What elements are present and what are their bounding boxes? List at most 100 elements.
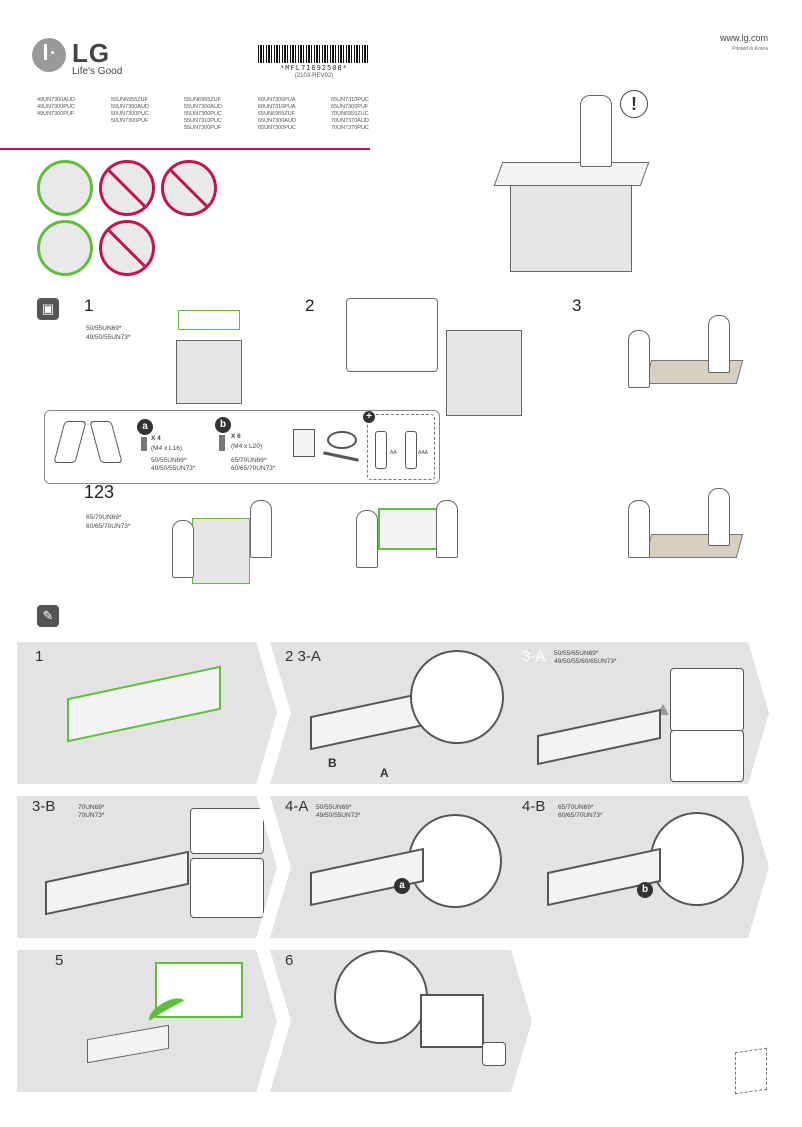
screw-a-models-2: 49/50/55UN73* [151,465,196,472]
manual-icon [293,429,315,457]
revision-text: (2103-REV02) [294,73,334,79]
wrong-carry-icon [99,160,155,216]
panel-2-step: 2 3-A [285,648,321,665]
step2-detail [346,298,438,372]
panel-5-models-2: 49/50/55UN73* [316,812,361,819]
panel-3-step: 3-A [522,648,546,665]
panel-5-badge: a [394,878,410,894]
battery-aaa-label: AAA [418,450,429,456]
lock-detail-3 [190,808,264,854]
screw-a-qty: X 4 [151,435,161,442]
model-item: 50UN7300PUF [111,118,149,124]
tv-stand-illustration-3 [45,850,189,916]
assembly-panel-8: 6 [270,950,532,1092]
tv-stand-illustration-4 [310,847,424,907]
box-lid [493,162,650,186]
model-item: 55UN7300PUF [184,125,222,131]
model-item: 49UN7300PUF [37,111,75,117]
stand-right-icon [89,421,123,463]
assembly-panel-5: 4-A 50/55UN69* 49/50/55UN73* a [270,796,532,938]
model-column-5: 65UN7310PUC 65UN7300PUF 70UN6955ZUC 70UN… [331,97,369,132]
model-column-3: 55UN6955ZUF 55UN7300AUD 55UN7300PUC 55UN… [184,97,222,132]
model-item: 70UN7370AUD [331,118,369,124]
parts-badge-a: a [137,419,153,435]
panel-6-models-1: 65/70UN69* [558,804,594,811]
unpack-step-1: 1 [84,296,94,315]
model-item: 65UN7300PUF [331,104,369,110]
panel-1-step: 1 [35,648,44,665]
lock-detail-2 [670,730,744,782]
warning-icon: ! [620,90,648,118]
stand-detail-inset [410,650,504,744]
barcode-text: *MFL71692508* [280,64,348,72]
wrong-lift-icon [161,160,217,216]
screw-a-models-1: 50/55UN69* [151,457,187,464]
panel-5-step: 4-A [285,798,309,815]
unpack-step-2: 2 [305,296,315,315]
model-item: 70UN6955ZUC [331,111,369,117]
tv-flat-illustration [87,1024,169,1064]
caution-icon [657,704,669,715]
model-item: 55UN7310PUC [184,118,222,124]
box-open-illustration [176,340,242,404]
assembly-panel-1: 1 [17,642,277,784]
panel-6-badge: b [637,882,653,898]
model-item: 55UN6955ZUF [184,97,221,103]
assembly-panel-6: 4-B 65/70UN69* 60/65/70UN73* b [507,796,769,938]
model-item: 60UN7300PUA [258,97,296,103]
step123-models-a: 65/70UN69* [86,514,122,521]
barcode [258,45,370,63]
model-column-1: 49UN7300AUD 49UN7300PUC 49UN7300PUF [37,97,75,118]
person-illustration [580,95,612,167]
model-item: 55UN7300PUC [184,111,222,117]
optional-plus-icon: + [363,411,375,423]
model-item: 65UN7300PUC [258,125,296,131]
model-column-2: 50UN6955ZUF 50UN7300AUD 50UN7300PUC 50UN… [111,97,149,125]
brand-slogan: Life's Good [72,66,123,77]
person-right-2 [250,500,272,558]
panel-8-step: 6 [285,952,294,969]
model-item: 65UN6955ZUF [258,111,295,117]
model-item: 49UN7300PUC [37,104,75,110]
large-box-illustration [192,518,250,584]
step123-models-b: 60/65/70UN73* [86,523,131,530]
correct-carry-icon [37,160,93,216]
unpack-step-123: 123 [84,482,115,502]
screw-detail-inset-b [650,812,744,906]
person-left-1 [628,330,650,388]
unpack-step-3: 3 [572,296,582,315]
remote-b-icon [405,431,417,469]
assembly-panel-3: 3-A 50/55/65UN69* 49/50/55/60/65UN73* [507,642,769,784]
website-url[interactable]: www.lg.com [719,33,768,43]
person-right-4 [708,488,730,546]
tv-upright-illustration [155,962,243,1018]
model-item: 65UN7300AUD [258,118,296,124]
assembly-panel-2: 2 3-A B A [270,642,532,784]
tv-back-illustration [420,994,484,1048]
remote-a-icon [375,431,387,469]
person-right-3 [436,500,458,558]
parts-badge-b: b [215,417,231,433]
tv-facedown-illustration [67,665,221,743]
assembly-panel-7: 5 [17,950,277,1092]
lock-detail-4 [190,858,264,918]
step2-box [446,330,522,416]
model-item: 65UN7310PUC [331,97,369,103]
lg-logo-icon [32,38,66,72]
screw-a-icon [141,437,147,451]
model-item: 49UN7300AUD [37,97,75,103]
person-left-3 [356,510,378,568]
model-item: 50UN7300AUD [111,104,149,110]
cable-holder-icon [327,431,357,449]
optional-parts-box [367,414,435,480]
tool-icon: ✎ [37,605,59,627]
panel-3-models-2: 49/50/55/60/65UN73* [554,658,617,665]
model-column-4: 60UN7300PUA 60UN7310PUA 65UN6955ZUF 65UN… [258,97,296,132]
printed-in: Printed in Korea [732,46,768,52]
panel-6-step: 4-B [522,798,546,815]
screw-b-models-2: 60/65/70UN73* [231,465,276,472]
box-illustration [510,180,632,272]
panel-4-models-2: 70UN73* [78,812,105,819]
cable-tie-icon [323,451,359,462]
brand-name: LG [72,38,111,68]
